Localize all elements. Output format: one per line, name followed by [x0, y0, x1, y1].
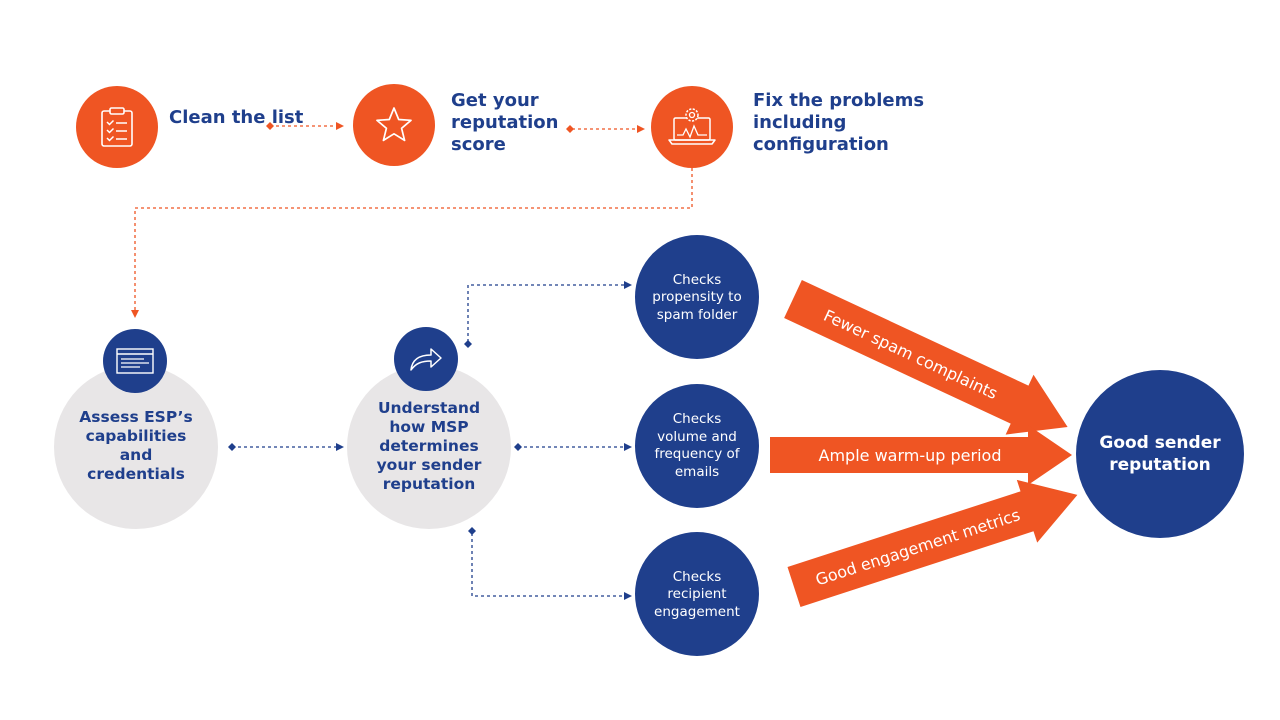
connector-diamond — [514, 443, 522, 451]
check-volume-circle — [635, 384, 759, 508]
stage-understand-label: Understand how MSP determines your sende… — [376, 398, 482, 493]
connector-diamond — [266, 122, 274, 130]
step-score-circle — [353, 84, 435, 166]
step-fix-label: Fix the problems including configuration — [753, 90, 925, 155]
connector-stage2-check1 — [467, 284, 624, 342]
connector-arrowhead — [637, 125, 645, 133]
laptop-gear-icon — [668, 108, 716, 145]
share-arrow-icon — [410, 348, 442, 371]
arrow-engagement: Good engagement metrics — [787, 479, 1078, 607]
check-spam-label: Checks propensity to spam folder — [652, 271, 742, 323]
connector-arrowhead — [336, 443, 344, 451]
arrow-warmup: Ample warm-up period — [770, 425, 1072, 485]
connector-diamond — [228, 443, 236, 451]
connector-diamond — [464, 340, 472, 348]
stage-assess-label: Assess ESP’s capabilities and credential… — [79, 408, 193, 483]
stage-understand-circle — [347, 365, 511, 529]
check-spam-circle — [635, 235, 759, 359]
connector-arrowhead — [624, 281, 632, 289]
connector-step3-stage1 — [134, 168, 693, 310]
step-clean-label: Clean the list — [169, 107, 304, 128]
arrow-warmup-label: Ample warm-up period — [819, 446, 1002, 465]
connector-arrowhead — [131, 310, 139, 318]
connector-diamond — [468, 527, 476, 535]
star-icon — [376, 107, 412, 142]
check-engagement-label: Checks recipient engagement — [654, 568, 740, 620]
arrow-fewer-spam: Fewer spam complaints — [784, 279, 1068, 435]
outcome-label: Good sender reputation — [1099, 433, 1221, 475]
browser-window-icon — [116, 348, 154, 374]
connector-diamond — [566, 125, 574, 133]
connector-arrowhead — [624, 443, 632, 451]
stage-assess-icon-circle — [103, 329, 167, 393]
check-volume-label: Checks volume and frequency of emails — [654, 411, 740, 480]
check-engagement-circle — [635, 532, 759, 656]
arrow-fewer-spam-label: Fewer spam complaints — [821, 306, 1001, 403]
step-clean-circle — [76, 86, 158, 168]
step-score-label: Get your reputation score — [451, 90, 559, 155]
step-fix-circle — [651, 86, 733, 168]
connector-arrowhead — [336, 122, 344, 130]
connector-stage2-check3 — [471, 533, 624, 597]
connector-arrowhead — [624, 592, 632, 600]
stage-understand-icon-circle — [394, 327, 458, 391]
clipboard-checklist-icon — [101, 107, 133, 147]
outcome-circle — [1076, 370, 1244, 538]
arrow-engagement-label: Good engagement metrics — [813, 505, 1022, 589]
